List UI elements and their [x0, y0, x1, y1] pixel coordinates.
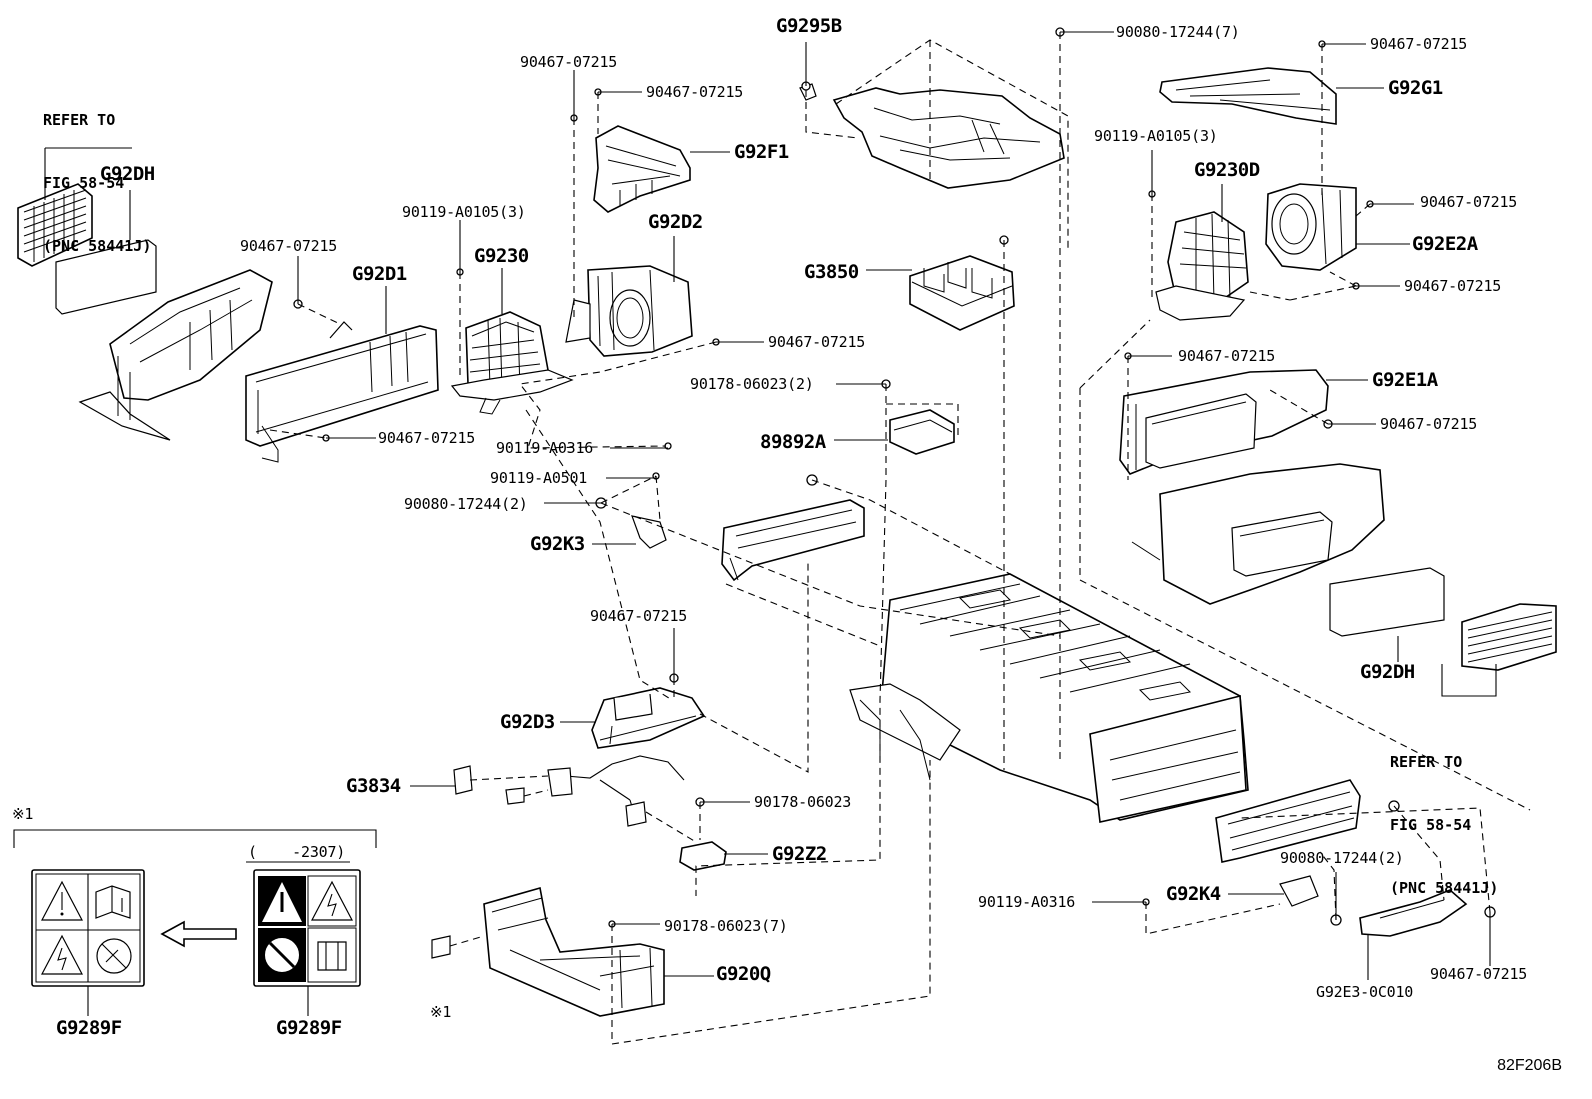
warning-label-right [253, 869, 361, 987]
duct-g92g1-icon [1159, 67, 1337, 125]
label-90467-07215-e[interactable]: 90467-07215 [1404, 277, 1502, 295]
label-g92d1[interactable]: G92D1 [352, 263, 407, 285]
tray-g920q-icon [431, 886, 665, 1017]
label-g92e2a[interactable]: G92E2A [1412, 233, 1478, 255]
label-90080-17244-7[interactable]: 90080-17244(7) [1116, 23, 1240, 41]
note-box [13, 829, 377, 863]
label-g3834[interactable]: G3834 [346, 775, 401, 797]
arrow-icon [160, 920, 237, 948]
label-g92z2[interactable]: G92Z2 [772, 843, 827, 865]
warning-label-leaders [87, 986, 309, 1016]
label-90467-07215-h[interactable]: 90467-07215 [1380, 415, 1478, 433]
label-g92d3[interactable]: G92D3 [500, 711, 555, 733]
label-g92f1[interactable]: G92F1 [734, 141, 789, 163]
label-g92k3[interactable]: G92K3 [530, 533, 585, 555]
left-grille-icon [17, 183, 157, 315]
label-90467-07215-d[interactable]: 90467-07215 [1420, 193, 1518, 211]
rear-duct-right-icon [1131, 463, 1385, 605]
bracket-g92k3-icon [631, 515, 667, 549]
label-90467-07215-f[interactable]: 90467-07215 [768, 333, 866, 351]
refer-note-right: REFER TO FIG 58-54 (PNC 58441J) [1390, 710, 1498, 920]
label-g92e1a[interactable]: G92E1A [1372, 369, 1438, 391]
label-90178-06023-7[interactable]: 90178-06023(7) [664, 917, 788, 935]
label-90119-a0316-a[interactable]: 90119-A0316 [496, 439, 594, 457]
refer-note-right-line1: REFER TO [1390, 753, 1463, 771]
label-89892a[interactable]: 89892A [760, 431, 826, 453]
label-g92e3-0c010[interactable]: G92E3-0C010 [1316, 983, 1414, 1001]
warning-label-left [31, 869, 145, 987]
label-g92dh-left[interactable]: G92DH [100, 163, 155, 185]
label-g9289f-right[interactable]: G9289F [276, 1017, 342, 1039]
label-g9295b[interactable]: G9295B [776, 15, 842, 37]
right-grille-icon [1329, 567, 1557, 671]
label-90178-06023-2[interactable]: 90178-06023(2) [690, 375, 814, 393]
sensor-g3834-icon [453, 755, 685, 827]
label-90467-07215-j[interactable]: 90467-07215 [590, 607, 688, 625]
blower-g9230d-icon [1155, 211, 1249, 321]
label-g9289f-left[interactable]: G9289F [56, 1017, 122, 1039]
label-90080-17244-2-left[interactable]: 90080-17244(2) [404, 495, 528, 513]
label-90467-07215-i[interactable]: 90467-07215 [378, 429, 476, 447]
label-90080-17244-2-right[interactable]: 90080-17244(2) [1280, 849, 1404, 867]
connector-g92z2-icon [679, 841, 727, 871]
label-g92k4[interactable]: G92K4 [1166, 883, 1221, 905]
duct-g92d2-icon [565, 265, 693, 357]
illustration-code: 82F206B [1497, 1057, 1562, 1074]
duct-g92d1-icon [245, 321, 439, 463]
refer-note-left-line3: (PNC 58441J) [43, 237, 152, 255]
label-90467-07215-top-right[interactable]: 90467-07215 [1370, 35, 1468, 53]
label-90467-07215-a[interactable]: 90467-07215 [520, 53, 618, 71]
label-g9230[interactable]: G9230 [474, 245, 529, 267]
bracket-g92e3-icon [1359, 889, 1468, 937]
refer-note-right-line3: (PNC 58441J) [1390, 879, 1499, 897]
label-90467-07215-k[interactable]: 90467-07215 [1430, 965, 1528, 983]
label-90467-07215-g[interactable]: 90467-07215 [1178, 347, 1276, 365]
date-range-note: ( -2307) [248, 843, 346, 861]
duct-g92e1a-icon [1119, 369, 1329, 475]
label-90467-07215-c[interactable]: 90467-07215 [240, 237, 338, 255]
assembly-lines [269, 32, 1531, 1045]
rail-bracket-upper-icon [721, 499, 865, 582]
label-90119-a0501[interactable]: 90119-A0501 [490, 469, 588, 487]
left-duct-icon [78, 269, 273, 441]
label-g92g1[interactable]: G92G1 [1388, 77, 1443, 99]
label-g920q[interactable]: G920Q [716, 963, 771, 985]
note-mark-top: ※1 [12, 805, 34, 823]
bracket-g92d3-icon [591, 687, 706, 749]
label-g92dh-right[interactable]: G92DH [1360, 661, 1415, 683]
note-mark-bottom: ※1 [430, 1003, 452, 1021]
cover-g9295b-icon [799, 83, 1065, 189]
relay-g3850-icon [909, 255, 1015, 331]
label-g3850[interactable]: G3850 [804, 261, 859, 283]
duct-g92f1-icon [593, 125, 691, 213]
refer-note-right-line2: FIG 58-54 [1390, 816, 1472, 834]
label-90178-06023[interactable]: 90178-06023 [754, 793, 852, 811]
label-g9230d[interactable]: G9230D [1194, 159, 1260, 181]
rail-bracket-lower-icon [1215, 779, 1361, 907]
label-90119-a0316-b[interactable]: 90119-A0316 [978, 893, 1076, 911]
battery-pack-icon [849, 573, 1249, 823]
label-90119-a0105-3-right[interactable]: 90119-A0105(3) [1094, 127, 1218, 145]
refer-note-left-line1: REFER TO [43, 111, 116, 129]
refer-note-left-line2: FIG 58-54 [43, 174, 125, 192]
label-g92d2[interactable]: G92D2 [648, 211, 703, 233]
label-90119-a0105-3-left[interactable]: 90119-A0105(3) [402, 203, 526, 221]
leader-lines [44, 31, 1497, 980]
module-89892a-icon [889, 409, 955, 455]
blower-g92e2a-icon [1265, 183, 1357, 271]
label-90467-07215-b[interactable]: 90467-07215 [646, 83, 744, 101]
refer-note-left: REFER TO FIG 58-54 (PNC 58441J) [43, 68, 151, 278]
blower-g9230-icon [450, 311, 574, 415]
